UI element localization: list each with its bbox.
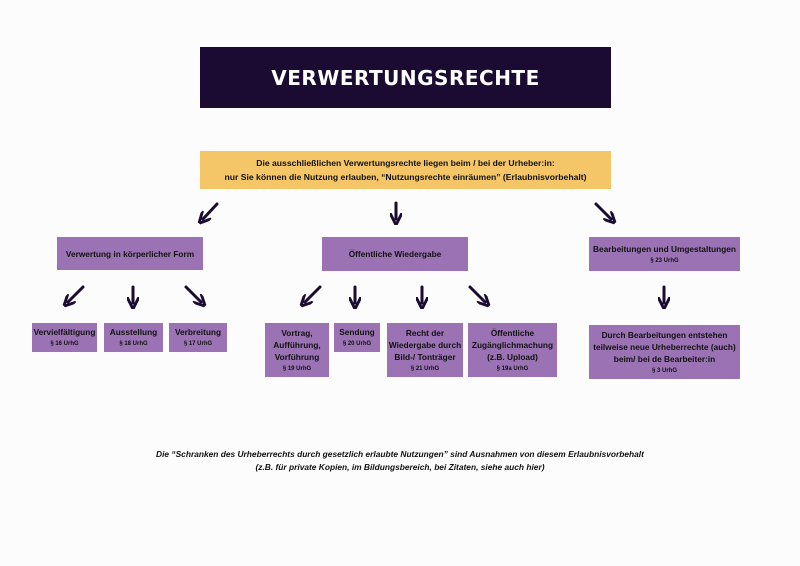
right-label-line: (z.B. Upload)	[487, 351, 538, 362]
right-paragraph: § 19a UrhG	[496, 365, 529, 372]
right-label-line: Öffentliche	[490, 327, 535, 338]
right-sendung: Sendung § 20 UrhG	[334, 323, 380, 352]
right-label-line: Aufführung,	[273, 339, 321, 350]
right-ausstellung: Ausstellung § 18 UrhG	[104, 323, 163, 352]
right-label: Verbreitung	[174, 327, 222, 337]
arrow-down-left-icon	[68, 285, 85, 302]
right-paragraph: § 21 UrhG	[410, 365, 440, 372]
category-paragraph: § 23 UrhG	[650, 257, 679, 264]
right-label-line: teilweise neue Urheberrechte (auch)	[593, 341, 736, 352]
right-label-line: Vorführung	[274, 351, 320, 362]
right-vortrag-auffuehrung: Vortrag, Aufführung, Vorführung § 19 Urh…	[265, 323, 329, 377]
arrow-down-left-icon	[305, 285, 322, 302]
right-neue-urheberrechte: Durch Bearbeitungen entstehen teilweise …	[589, 325, 740, 379]
category-oeffentliche-wiedergabe: Öffentliche Wiedergabe	[322, 237, 468, 271]
category-label: Verwertung in körperlicher Form	[65, 248, 195, 259]
footer-note: Die “Schranken des Urheberrechts durch g…	[60, 448, 740, 474]
right-paragraph: § 16 UrhG	[50, 341, 79, 347]
right-label-line: Vortrag,	[281, 327, 313, 338]
right-label-line: Zugänglichmachung	[471, 339, 554, 350]
right-label-line: Bild-/ Tonträger	[394, 351, 456, 362]
right-wiedergabe-bild-tontraeger: Recht der Wiedergabe durch Bild-/ Tonträ…	[387, 323, 463, 377]
category-koerperliche-form: Verwertung in körperlicher Form	[57, 237, 203, 270]
right-label: Ausstellung	[109, 327, 158, 337]
page-title: VERWERTUNGSRECHTE	[200, 47, 611, 108]
right-label-line: Wiedergabe durch	[388, 339, 462, 350]
right-label-line: beim/ bei de Bearbeiter:in	[613, 353, 716, 364]
arrow-down-right-icon	[184, 285, 201, 302]
arrow-down-right-icon	[594, 202, 611, 219]
category-label: Bearbeitungen und Umgestaltungen	[593, 243, 736, 254]
right-paragraph: § 20 UrhG	[342, 341, 372, 347]
right-label-line: Recht der	[405, 327, 445, 338]
footer-line-2: (z.B. für private Kopien, im Bildungsber…	[255, 462, 545, 472]
right-paragraph: § 17 UrhG	[183, 341, 213, 347]
category-label: Öffentliche Wiedergabe	[348, 249, 442, 259]
right-label: Sendung	[339, 327, 375, 337]
right-vervielfaeltigung: Vervielfältigung § 16 UrhG	[32, 323, 97, 352]
right-label: Vervielfältigung	[33, 327, 96, 337]
banner-line-1: Die ausschließlichen Verwertungsrechte l…	[256, 158, 555, 168]
right-verbreitung: Verbreitung § 17 UrhG	[169, 323, 227, 352]
arrow-down-right-icon	[468, 285, 485, 302]
banner-line-2: nur Sie können die Nutzung erlauben, “Nu…	[224, 172, 587, 182]
banner: Die ausschließlichen Verwertungsrechte l…	[200, 151, 611, 189]
right-paragraph: § 18 UrhG	[119, 341, 148, 347]
arrow-down-left-icon	[203, 202, 219, 219]
right-label-line: Durch Bearbeitungen entstehen	[601, 329, 728, 340]
right-paragraph: § 19 UrhG	[282, 365, 312, 372]
footer-line-1: Die “Schranken des Urheberrechts durch g…	[156, 449, 644, 459]
right-paragraph: § 3 UrhG	[651, 367, 677, 374]
category-bearbeitungen: Bearbeitungen und Umgestaltungen § 23 Ur…	[589, 237, 740, 271]
right-oeffentliche-zugaenglichmachung: Öffentliche Zugänglichmachung (z.B. Uplo…	[468, 323, 557, 377]
